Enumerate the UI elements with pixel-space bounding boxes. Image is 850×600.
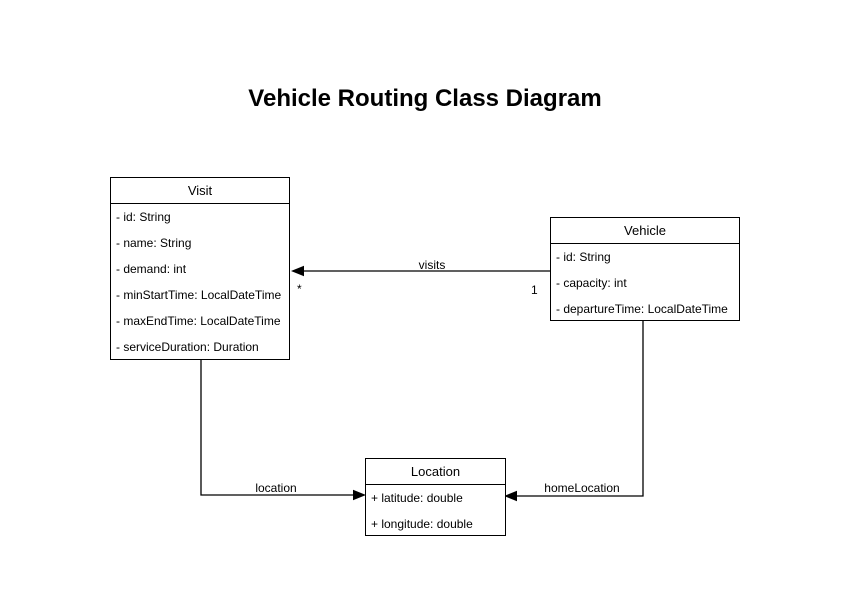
class-location-attribute-longitude: + longitude: double <box>371 517 473 531</box>
class-location[interactable]: Location + latitude: double + longitude:… <box>365 458 506 536</box>
edge-visits-target-multiplicity: * <box>297 282 302 296</box>
class-visit-attribute-maxendtime: - maxEndTime: LocalDateTime <box>116 314 281 328</box>
arrowhead-homeLocation <box>504 490 517 502</box>
edge-label-homelocation: homeLocation <box>544 481 620 495</box>
diagram-title: Vehicle Routing Class Diagram <box>248 85 602 112</box>
arrowhead-visits <box>291 265 304 277</box>
class-visit[interactable]: Visit - id: String - name: String - dema… <box>110 177 290 360</box>
class-visit-attribute-id: - id: String <box>116 210 171 224</box>
class-visit-attribute-demand: - demand: int <box>116 262 187 276</box>
edge-visits-source-multiplicity: 1 <box>531 283 538 297</box>
class-visit-attribute-serviceduration: - serviceDuration: Duration <box>116 340 259 354</box>
class-vehicle-name: Vehicle <box>551 218 739 244</box>
class-visit-attribute-minstarttime: - minStartTime: LocalDateTime <box>116 288 282 302</box>
edge-visits[interactable] <box>291 265 550 277</box>
class-vehicle-attribute-capacity: - capacity: int <box>556 276 627 290</box>
edge-label-visits: visits <box>418 258 446 272</box>
edge-location[interactable] <box>200 360 366 501</box>
class-location-name: Location <box>366 459 505 485</box>
edge-label-location: location <box>255 481 297 495</box>
edge-homeLocation[interactable] <box>504 321 644 502</box>
class-vehicle-attribute-id: - id: String <box>556 250 611 264</box>
class-location-attribute-latitude: + latitude: double <box>371 491 463 505</box>
class-visit-name: Visit <box>111 178 289 204</box>
class-visit-attribute-name: - name: String <box>116 236 192 250</box>
class-vehicle-attribute-departuretime: - departureTime: LocalDateTime <box>556 302 728 316</box>
arrowhead-location <box>353 489 366 501</box>
class-vehicle[interactable]: Vehicle - id: String - capacity: int - d… <box>550 217 740 321</box>
